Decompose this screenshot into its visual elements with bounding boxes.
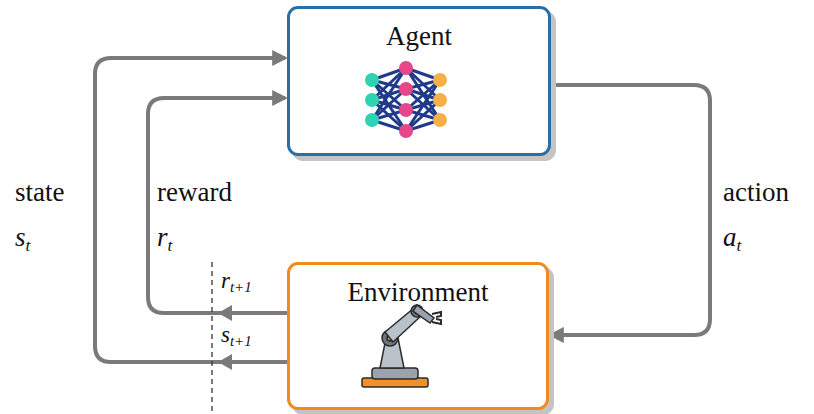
state-arrow bbox=[95, 58, 287, 362]
node-title: Environment bbox=[290, 277, 546, 307]
environment-box: Environment bbox=[287, 262, 549, 410]
signal-label: st+1 bbox=[218, 322, 255, 348]
signal-label: rt+1 bbox=[218, 268, 255, 294]
node-title: Agent bbox=[290, 21, 548, 51]
arrow-mark bbox=[218, 305, 232, 321]
agent-box: Agent bbox=[287, 6, 551, 156]
action-arrow bbox=[551, 85, 710, 335]
time-separator bbox=[211, 262, 212, 412]
edge-label: action at bbox=[720, 170, 792, 260]
edge-label: state st bbox=[12, 170, 67, 260]
edge-label: reward rt bbox=[154, 170, 235, 260]
reward-arrow bbox=[148, 98, 287, 313]
arrow-mark bbox=[218, 354, 232, 370]
